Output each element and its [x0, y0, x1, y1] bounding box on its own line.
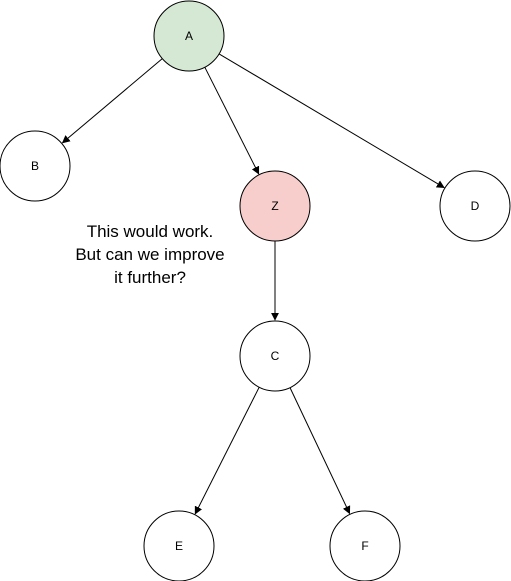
edge-a-b	[61, 58, 163, 144]
node-d: D	[439, 170, 511, 242]
node-label-f: F	[361, 539, 368, 553]
node-e: E	[143, 510, 215, 581]
node-label-d: D	[471, 199, 480, 213]
edge-a-z	[204, 66, 260, 175]
node-label-z: Z	[271, 199, 278, 213]
edge-a-d	[218, 53, 445, 189]
node-circle-c	[239, 320, 311, 392]
node-z: Z	[239, 170, 311, 242]
node-circle-a	[153, 0, 225, 72]
node-label-b: B	[31, 159, 39, 173]
node-label-a: A	[185, 29, 193, 43]
node-circle-f	[329, 510, 401, 581]
node-circle-z	[239, 170, 311, 242]
node-label-e: E	[175, 539, 183, 553]
annotation-line-3: it further?	[114, 268, 186, 287]
annotation-note: This would work. But can we improve it f…	[40, 220, 260, 289]
node-a: A	[153, 0, 225, 72]
edges-layer	[61, 53, 445, 515]
edge-c-e	[194, 386, 260, 515]
node-f: F	[329, 510, 401, 581]
node-circle-d	[439, 170, 511, 242]
node-label-c: C	[271, 349, 280, 363]
node-b: B	[0, 130, 71, 202]
node-circle-b	[0, 130, 71, 202]
node-circle-e	[143, 510, 215, 581]
annotation-line-1: This would work.	[86, 222, 214, 241]
annotation-line-2: But can we improve	[75, 245, 225, 264]
node-c: C	[239, 320, 311, 392]
edge-c-f	[289, 387, 351, 515]
